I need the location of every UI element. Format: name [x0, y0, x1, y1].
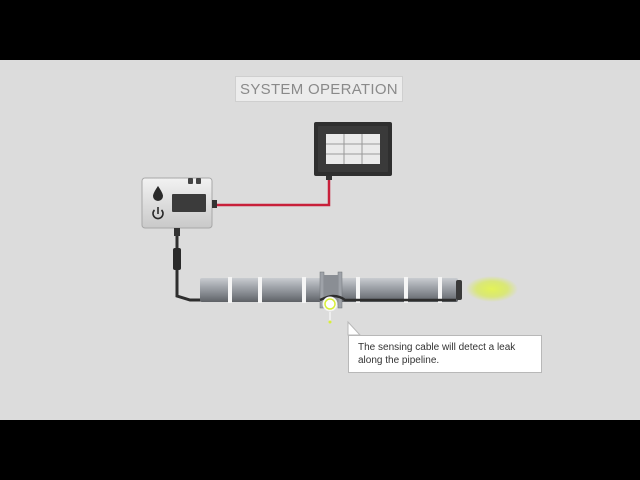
letterbox-top	[0, 0, 640, 60]
leak-glow	[466, 276, 518, 302]
display-panel	[314, 122, 392, 176]
water-drop-icon	[153, 186, 163, 201]
callout-text: The sensing cable will detect a leak alo…	[358, 342, 516, 366]
power-icon	[152, 207, 164, 220]
signal-cable	[214, 178, 331, 207]
callout-pointer	[347, 320, 362, 336]
letterbox-bottom	[0, 420, 640, 480]
grid-display-icon	[326, 134, 380, 164]
animation-stage: SYSTEM OPERATION The sensing cable will …	[0, 60, 640, 420]
section-title: SYSTEM OPERATION	[235, 76, 403, 102]
system-diagram	[141, 122, 518, 336]
section-title-text: SYSTEM OPERATION	[240, 80, 398, 98]
controller-unit	[141, 177, 217, 236]
leak-point-marker	[322, 296, 338, 324]
cable-connector	[173, 248, 181, 270]
sensing-cable-pipe	[319, 294, 456, 302]
info-callout: The sensing cable will detect a leak alo…	[348, 335, 542, 373]
